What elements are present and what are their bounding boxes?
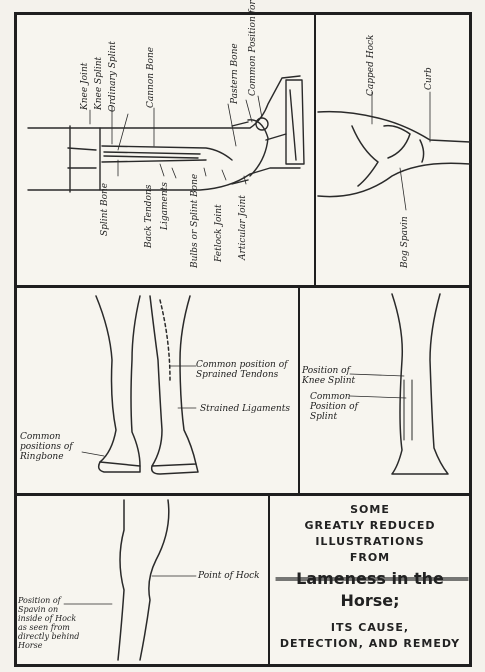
label-point-of-hock: Point of Hock [198, 571, 260, 581]
label-strained-ligaments: Strained Ligaments [200, 404, 290, 414]
label-bog-spavin: Bog Spavin [400, 216, 410, 268]
label-curb: Curb [424, 67, 434, 90]
leader-lines-middle-left [82, 366, 196, 456]
title-line-from: FROM [270, 550, 470, 566]
leader-lines-top-right [372, 92, 430, 210]
subtitle-cause: ITS CAUSE, [270, 620, 470, 636]
label-bulbs-splint-bone: Bulbs or Splint Bone [190, 174, 200, 268]
label-common-ringbone: Common Position for Ringbone [248, 0, 258, 96]
title-block: SOME GREATLY REDUCED ILLUSTRATIONS FROM … [270, 502, 470, 652]
label-sprained-tendons: Common position of Sprained Tendons [196, 360, 296, 380]
title-line-greatly-reduced: GREATLY REDUCED [270, 518, 470, 534]
label-ringbone-positions: Common positions of Ringbone [20, 432, 90, 462]
leg-skeleton-drawing [28, 76, 304, 192]
label-back-tendons: Back Tendons [144, 185, 154, 248]
label-knee-splint-position: Position of Knee Splint [302, 366, 362, 386]
label-capped-hock: Capped Hock [366, 35, 376, 96]
hock-drawing [318, 112, 470, 197]
title-line-some: SOME [270, 502, 470, 518]
subtitle-detection-remedy: DETECTION, AND REMEDY [270, 636, 470, 652]
book-title: Lameness in the Horse; [270, 568, 470, 612]
front-legs-drawing [96, 296, 198, 474]
label-pastern-bone: Pastern Bone [230, 43, 240, 104]
title-line-illustrations: ILLUSTRATIONS [270, 534, 470, 550]
single-leg-drawing [392, 294, 448, 474]
label-splint-position: Common Position of Splint [310, 392, 370, 422]
label-spavin-position: Position of Spavin on inside of Hock as … [18, 596, 82, 650]
label-knee-splint: Knee Splint [94, 57, 104, 110]
label-articular-joint: Articular Joint [238, 195, 248, 260]
leader-lines-bottom-left [64, 576, 196, 604]
hind-leg-drawing [118, 500, 169, 660]
label-splint-bone: Splint Bone [100, 183, 110, 236]
label-fetlock-joint: Fetlock Joint [214, 204, 224, 262]
label-ordinary-splint: Ordinary Splint [108, 41, 118, 112]
label-cannon-bone: Cannon Bone [146, 47, 156, 108]
label-ligaments: Ligaments [160, 182, 170, 230]
label-knee-joint: Knee Joint [80, 63, 90, 110]
